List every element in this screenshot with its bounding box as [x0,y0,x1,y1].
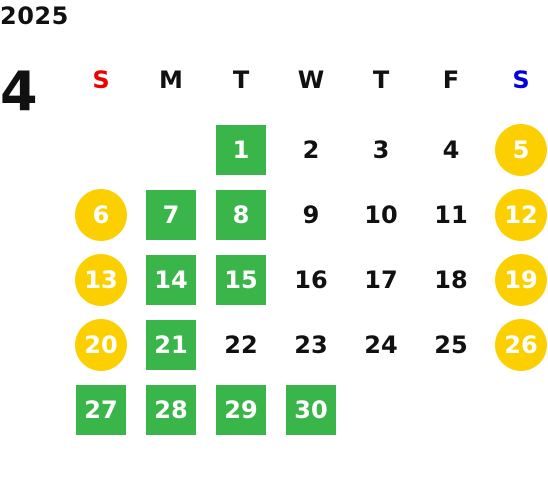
day-24: 24 [364,331,398,359]
day-17: 17 [364,266,398,294]
day-21: 21 [146,320,196,370]
day-19: 19 [495,254,547,306]
day-22: 22 [224,331,258,359]
day-30: 30 [286,385,336,435]
day-1: 1 [216,125,266,175]
day-7: 7 [146,190,196,240]
day-3: 3 [372,136,390,164]
weekday-friday: F [442,66,460,94]
year-label: 2025 [0,2,69,30]
day-16: 16 [294,266,328,294]
day-26: 26 [495,319,547,371]
day-29: 29 [216,385,266,435]
day-4: 4 [442,136,460,164]
day-28: 28 [146,385,196,435]
day-6: 6 [75,189,127,241]
day-9: 9 [302,201,320,229]
month-number: 4 [0,60,38,123]
day-2: 2 [302,136,320,164]
day-12: 12 [495,189,547,241]
day-14: 14 [146,255,196,305]
weekday-monday: M [159,66,183,94]
day-8: 8 [216,190,266,240]
day-18: 18 [434,266,468,294]
day-25: 25 [434,331,468,359]
weekday-thursday: T [372,66,390,94]
weekday-tuesday: T [232,66,250,94]
day-13: 13 [75,254,127,306]
day-15: 15 [216,255,266,305]
day-23: 23 [294,331,328,359]
day-5: 5 [495,124,547,176]
weekday-wednesday: W [297,66,325,94]
day-27: 27 [76,385,126,435]
day-11: 11 [434,201,468,229]
weekday-saturday: S [512,66,530,94]
weekday-sunday: S [92,66,110,94]
day-20: 20 [75,319,127,371]
day-10: 10 [364,201,398,229]
